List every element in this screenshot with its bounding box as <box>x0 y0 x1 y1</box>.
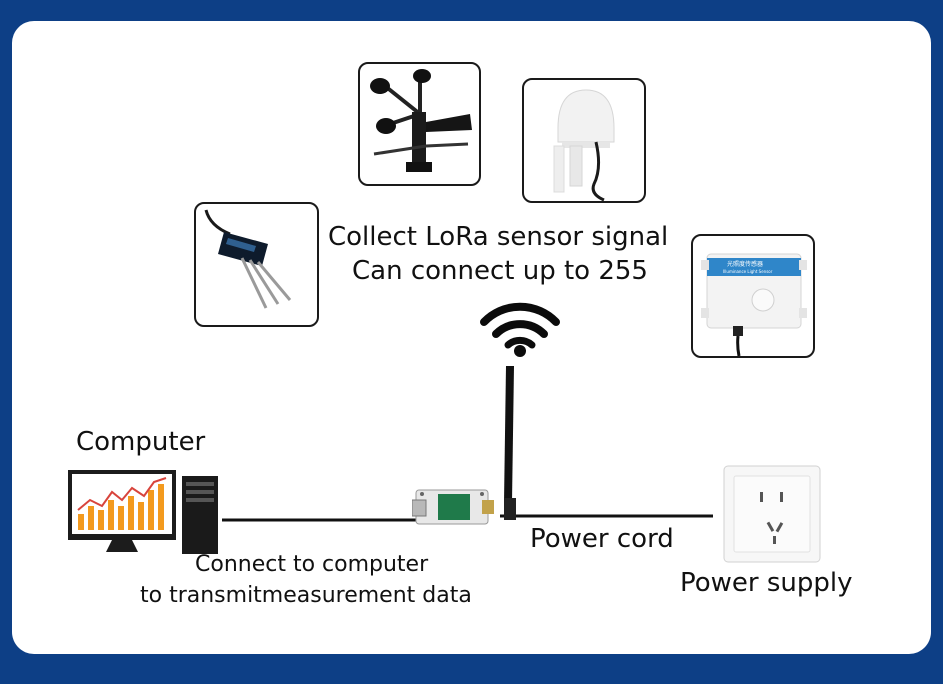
anemometer-icon <box>370 69 472 172</box>
anemometer-tile <box>358 62 481 186</box>
soil-sensor-probe-icon <box>204 209 292 309</box>
soil-sensor-tile <box>194 202 319 327</box>
transmit-data-text: to transmitmeasurement data <box>140 583 472 608</box>
wifi-signal-icon <box>480 302 560 357</box>
light-sensor-en-text: Illuminance Light Sensor <box>723 269 773 274</box>
light-sensor-tile: 光照度传感器 Illuminance Light Sensor <box>691 234 815 358</box>
lora-gateway-icon <box>412 366 516 525</box>
computer-label: Computer <box>76 427 206 457</box>
collect-signal-text: Collect LoRa sensor signal <box>328 222 669 252</box>
light-sensor-cn-text: 光照度传感器 <box>727 261 764 268</box>
connect-count-text: Can connect up to 255 <box>352 256 648 286</box>
power-supply-label: Power supply <box>680 568 853 598</box>
desktop-computer-icon <box>68 470 218 554</box>
power-cord-label: Power cord <box>530 524 674 554</box>
rain-sensor-tile <box>522 78 646 203</box>
rain-gauge-sensor-icon <box>553 89 615 201</box>
light-sensor-box-icon <box>701 253 807 356</box>
wall-socket-icon <box>723 465 821 563</box>
connect-computer-text: Connect to computer <box>195 552 429 577</box>
